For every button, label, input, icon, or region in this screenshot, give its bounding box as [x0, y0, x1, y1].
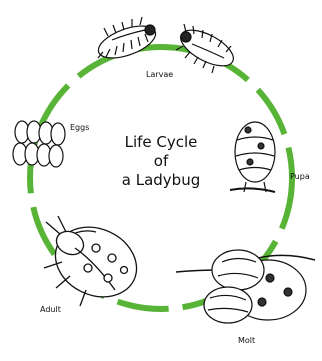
diagram-title: Life Cycle of a Ladybug — [100, 133, 222, 190]
title-line-2: of — [100, 152, 222, 171]
molt-illustration — [176, 250, 315, 323]
stage-label-pupa: Pupa — [290, 172, 310, 181]
adult-ladybug-illustration — [44, 214, 148, 309]
stage-label-molt: Molt — [238, 336, 255, 345]
stage-label-larvae: Larvae — [146, 70, 173, 79]
pupa-illustration — [230, 122, 275, 192]
larva-illustration-left — [94, 17, 159, 64]
title-line-1: Life Cycle — [100, 133, 222, 152]
title-line-3: a Ladybug — [100, 171, 222, 190]
eggs-illustration — [13, 121, 65, 167]
stage-label-adult: Adult — [40, 305, 61, 314]
stage-label-eggs: Eggs — [70, 123, 89, 132]
